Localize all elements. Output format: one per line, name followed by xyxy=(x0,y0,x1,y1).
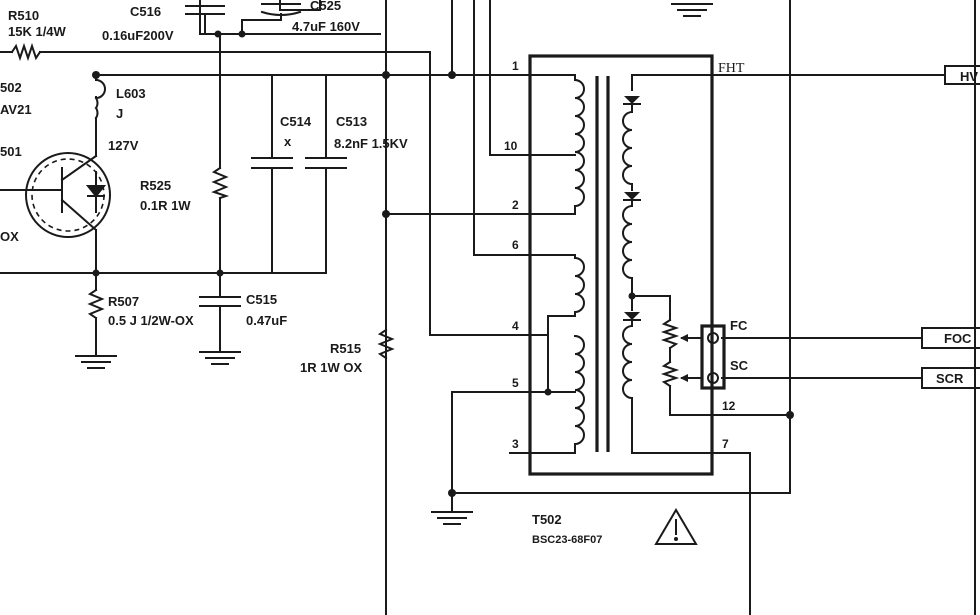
q501-transistor xyxy=(25,151,111,239)
r525-value-label: 0.1R 1W xyxy=(140,198,191,213)
l603-value-label: J xyxy=(116,106,123,121)
c514-capacitor xyxy=(251,157,293,169)
transformer-t502 xyxy=(527,54,726,476)
ground-symbol-transformer xyxy=(431,511,473,525)
pin-10-label: 10 xyxy=(504,139,518,153)
c525-ref-label: C525 xyxy=(310,0,341,13)
pin-4-label: 4 xyxy=(512,319,519,333)
c513-capacitor xyxy=(305,157,347,169)
r510-resistor xyxy=(10,42,42,62)
c515-capacitor xyxy=(199,289,241,319)
c516-ref-label: C516 xyxy=(130,4,161,19)
r507-ref-label: R507 xyxy=(108,294,139,309)
r525-ref-label: R525 xyxy=(140,178,171,193)
r510-value-label: 15K 1/4W xyxy=(8,24,67,39)
pin-1-label: 1 xyxy=(512,59,519,73)
hv-connector-tag xyxy=(944,65,980,85)
sc-label: SC xyxy=(730,358,749,373)
pin-labels: 1 10 2 6 4 5 3 12 7 xyxy=(504,59,736,451)
r515-resistor xyxy=(377,328,395,360)
c515-ref-label: C515 xyxy=(246,292,277,307)
c513-ref-label: C513 xyxy=(336,114,367,129)
c525-value-label: 4.7uF 160V xyxy=(292,19,360,34)
t502-part-label: BSC23-68F07 xyxy=(532,534,602,546)
screen-tag-label: SCR xyxy=(936,371,964,386)
ground-symbol-r507 xyxy=(75,349,117,369)
q501-suffix-label: OX xyxy=(0,229,19,244)
focus-connector-tag xyxy=(921,327,980,349)
pin-6-label: 6 xyxy=(512,238,519,252)
r510-ref-label: R510 xyxy=(8,8,39,23)
q502-ref-label: 502 xyxy=(0,80,22,95)
l603-ref-label: L603 xyxy=(116,86,146,101)
r515-ref-label: R515 xyxy=(330,341,361,356)
pin-12-label: 12 xyxy=(722,399,736,413)
c515-value-label: 0.47uF xyxy=(246,313,287,328)
ground-symbol-c515 xyxy=(199,351,241,365)
c516-capacitor xyxy=(185,5,225,35)
c525-capacitor xyxy=(241,3,302,21)
c514-value-label: x xyxy=(284,134,292,149)
junction-dots xyxy=(92,30,794,497)
c516-value-label: 0.16uF200V xyxy=(102,28,174,43)
r515-value-label: 1R 1W OX xyxy=(300,360,362,375)
l603-inductor xyxy=(94,78,106,120)
pin-7-label: 7 xyxy=(722,437,729,451)
warning-triangle-icon xyxy=(654,508,698,545)
pin-5-label: 5 xyxy=(512,376,519,390)
q502-type-label: AV21 xyxy=(0,102,32,117)
focus-tag-label: FOC xyxy=(944,331,972,346)
hv-tag-label: HV xyxy=(960,69,978,84)
fc-label: FC xyxy=(730,318,748,333)
voltage-127v-label: 127V xyxy=(108,138,139,153)
r507-resistor xyxy=(87,288,105,320)
pin-2-label: 2 xyxy=(512,198,519,212)
component-labels: R510 15K 1/4W C516 0.16uF200V C525 4.7uF… xyxy=(0,0,978,546)
ground-symbol-top xyxy=(671,3,713,17)
t502-ref-label: T502 xyxy=(532,512,562,527)
pin-3-label: 3 xyxy=(512,437,519,451)
r525-resistor xyxy=(211,166,230,200)
r507-value-label: 0.5 J 1/2W-OX xyxy=(108,313,194,328)
c514-ref-label: C514 xyxy=(280,114,312,129)
screen-connector-tag xyxy=(921,367,980,389)
c513-value-label: 8.2nF 1.5KV xyxy=(334,136,408,151)
q501-ref-label: 501 xyxy=(0,144,22,159)
fht-label: FHT xyxy=(718,61,745,76)
